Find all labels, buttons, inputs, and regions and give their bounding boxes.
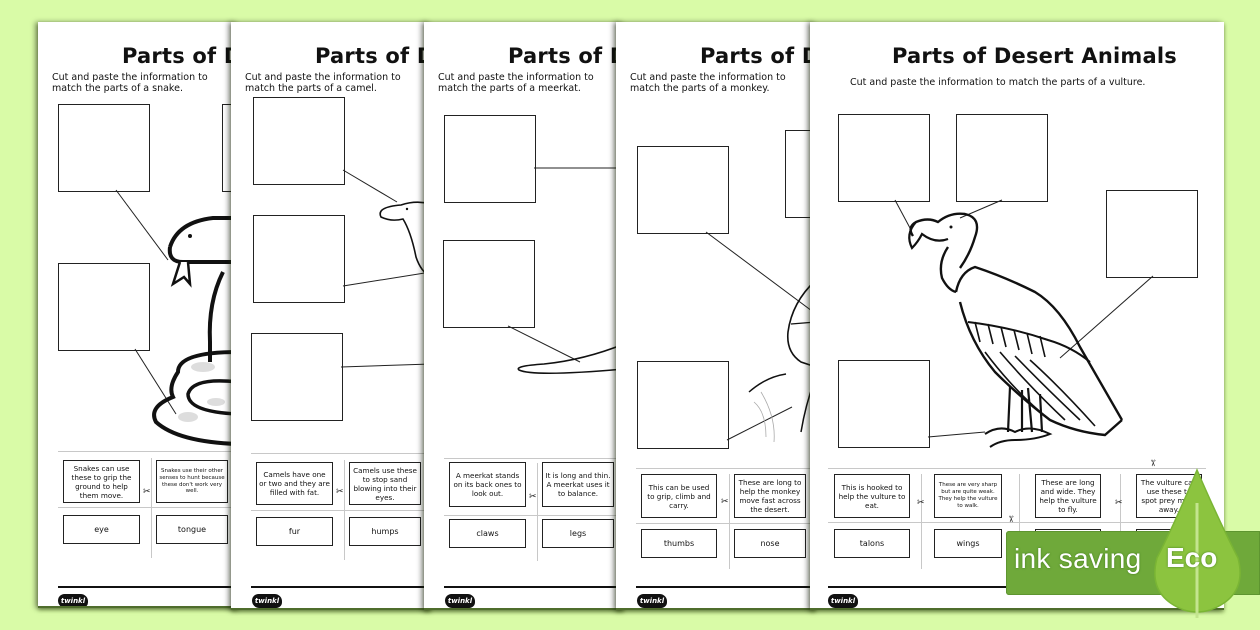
- worksheet-meerkat: Parts of Desert Animals Cut and paste th…: [424, 22, 624, 610]
- label-box[interactable]: [58, 263, 150, 351]
- label-box[interactable]: [253, 215, 345, 303]
- cut-line: [1120, 474, 1121, 569]
- scissors-icon: ✂: [1146, 459, 1157, 467]
- scissors-icon: ✂: [1004, 515, 1015, 523]
- cards-divider: [444, 458, 624, 459]
- worksheet-subtitle: Cut and paste the information to match t…: [245, 72, 401, 94]
- word-card[interactable]: talons: [834, 529, 910, 558]
- word-card[interactable]: eye: [63, 515, 140, 544]
- cards-divider: [251, 453, 431, 454]
- word-card[interactable]: humps: [349, 517, 421, 546]
- cards-divider: [58, 451, 238, 452]
- vulture-illustration: [894, 199, 1154, 448]
- word-card[interactable]: claws: [449, 519, 526, 548]
- cut-line: [537, 463, 538, 561]
- meerkat-illustration: [507, 167, 624, 375]
- label-box[interactable]: [956, 114, 1048, 202]
- twinkl-logo: twinkl: [252, 594, 282, 608]
- word-card[interactable]: tongue: [156, 515, 228, 544]
- fact-card[interactable]: These are long and wide. They help the v…: [1035, 474, 1101, 518]
- fact-card[interactable]: It is long and thin. A meerkat uses it t…: [542, 462, 614, 507]
- word-card[interactable]: wings: [934, 529, 1002, 558]
- word-card[interactable]: legs: [542, 519, 614, 548]
- word-card[interactable]: fur: [256, 517, 333, 546]
- twinkl-logo: twinkl: [445, 594, 475, 608]
- fact-card[interactable]: Snakes can use these to grip the ground …: [63, 460, 140, 503]
- cards-divider: [444, 515, 624, 516]
- fact-card[interactable]: This is hooked to help the vulture to ea…: [834, 474, 910, 518]
- scissors-icon: ✂: [143, 487, 151, 497]
- worksheet-subtitle: Cut and paste the information to match t…: [630, 72, 786, 94]
- cards-divider: [636, 468, 816, 469]
- word-card[interactable]: thumbs: [641, 529, 717, 558]
- scissors-icon: ✂: [917, 498, 925, 508]
- scissors-icon: ✂: [336, 487, 344, 497]
- scissors-icon: ✂: [721, 497, 729, 507]
- worksheet-subtitle: Cut and paste the information to match t…: [52, 72, 208, 94]
- footer-rule: [251, 586, 431, 588]
- cards-divider: [251, 510, 431, 511]
- leaf-drop-icon: [1154, 468, 1241, 618]
- label-box[interactable]: [1106, 190, 1198, 278]
- fact-card[interactable]: This can be used to grip, climb and carr…: [641, 474, 717, 518]
- monkey-illustration: [705, 231, 816, 443]
- fact-card[interactable]: Camels have one or two and they are fill…: [256, 462, 333, 505]
- cut-line: [729, 474, 730, 569]
- worksheet-title: Parts of Desert Animals: [315, 44, 431, 68]
- label-box[interactable]: [253, 97, 345, 185]
- twinkl-logo: twinkl: [828, 594, 858, 608]
- cards-divider: [636, 523, 816, 524]
- worksheet-subtitle: Cut and paste the information to match t…: [438, 72, 594, 94]
- worksheet-camel: Parts of Desert Animals Cut and paste th…: [231, 22, 431, 610]
- cut-line: [1019, 474, 1020, 569]
- fact-card[interactable]: These are very sharp but are quite weak.…: [934, 474, 1002, 518]
- label-box[interactable]: [443, 240, 535, 328]
- fact-card[interactable]: A meerkat stands on its back ones to loo…: [449, 462, 526, 507]
- eco-badge-text: ink saving: [1014, 543, 1142, 574]
- cut-line: [921, 474, 922, 569]
- worksheet-subtitle: Cut and paste the information to match t…: [850, 77, 1146, 88]
- label-box[interactable]: [444, 115, 536, 203]
- label-box[interactable]: [251, 333, 343, 421]
- footer-rule: [444, 586, 624, 588]
- label-box[interactable]: [838, 114, 930, 202]
- worksheet-title: Parts of Desert Animals: [508, 44, 624, 68]
- footer-rule: [636, 586, 816, 588]
- snake-illustration: [115, 189, 238, 446]
- worksheet-title: Parts of Desert Animals: [122, 44, 238, 68]
- label-box[interactable]: [637, 146, 729, 234]
- cards-divider: [58, 507, 238, 508]
- footer-rule: [58, 586, 238, 588]
- worksheet-title: Parts of Desert Animals: [892, 44, 1177, 68]
- twinkl-logo: twinkl: [637, 594, 667, 608]
- label-box[interactable]: [838, 360, 930, 448]
- camel-illustration: [340, 169, 431, 368]
- eco-label: Eco: [1166, 542, 1218, 573]
- cards-divider: [828, 468, 1206, 469]
- worksheet-title: Parts of Desert Animals: [700, 44, 816, 68]
- fact-card[interactable]: These are long to help the monkey move f…: [734, 474, 806, 518]
- cut-line: [151, 458, 152, 558]
- worksheet-snake: Parts of Desert Animals Cut and paste th…: [38, 22, 238, 608]
- twinkl-logo: twinkl: [58, 594, 88, 606]
- fact-card[interactable]: Camels use these to stop sand blowing in…: [349, 462, 421, 505]
- word-card[interactable]: nose: [734, 529, 806, 558]
- label-box[interactable]: [58, 104, 150, 192]
- fact-card[interactable]: Snakes use their other senses to hunt be…: [156, 460, 228, 503]
- cut-line: [344, 460, 345, 560]
- scissors-icon: ✂: [529, 492, 537, 502]
- cards-divider: [828, 522, 1206, 523]
- label-box[interactable]: [637, 361, 729, 449]
- worksheet-monkey: Parts of Desert Animals Cut and paste th…: [616, 22, 816, 610]
- scissors-icon: ✂: [1115, 498, 1123, 508]
